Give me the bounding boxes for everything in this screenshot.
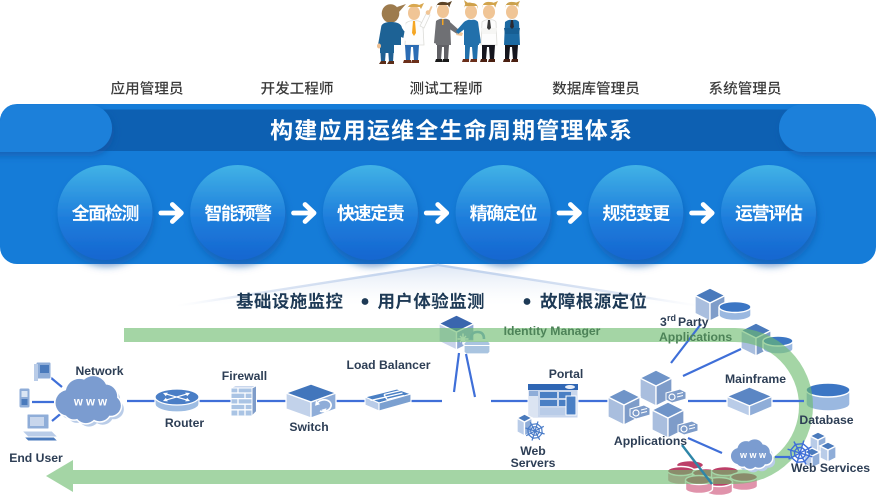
svg-text:w w w: w w w	[739, 450, 767, 460]
svg-text:rd: rd	[667, 313, 676, 323]
svg-text:Web Services: Web Services	[791, 461, 870, 475]
svg-text:Database: Database	[799, 413, 853, 427]
svg-text:Applications: Applications	[659, 330, 732, 344]
svg-text:Firewall: Firewall	[222, 369, 267, 383]
svg-text:Load Balancer: Load Balancer	[347, 358, 431, 372]
svg-text:Portal: Portal	[549, 367, 584, 381]
svg-text:Applications: Applications	[614, 434, 687, 448]
svg-text:Party: Party	[678, 315, 709, 329]
svg-text:Network: Network	[75, 364, 123, 378]
svg-text:Mainframe: Mainframe	[725, 372, 786, 386]
svg-text:End User: End User	[9, 451, 63, 465]
svg-text:Identity Manager: Identity Manager	[504, 324, 601, 338]
svg-text:Router: Router	[165, 416, 205, 430]
svg-text:Web: Web	[520, 444, 546, 458]
svg-text:3: 3	[660, 315, 667, 329]
svg-text:Servers: Servers	[511, 456, 556, 470]
svg-text:Switch: Switch	[289, 420, 328, 434]
svg-text:w w w: w w w	[73, 397, 107, 409]
